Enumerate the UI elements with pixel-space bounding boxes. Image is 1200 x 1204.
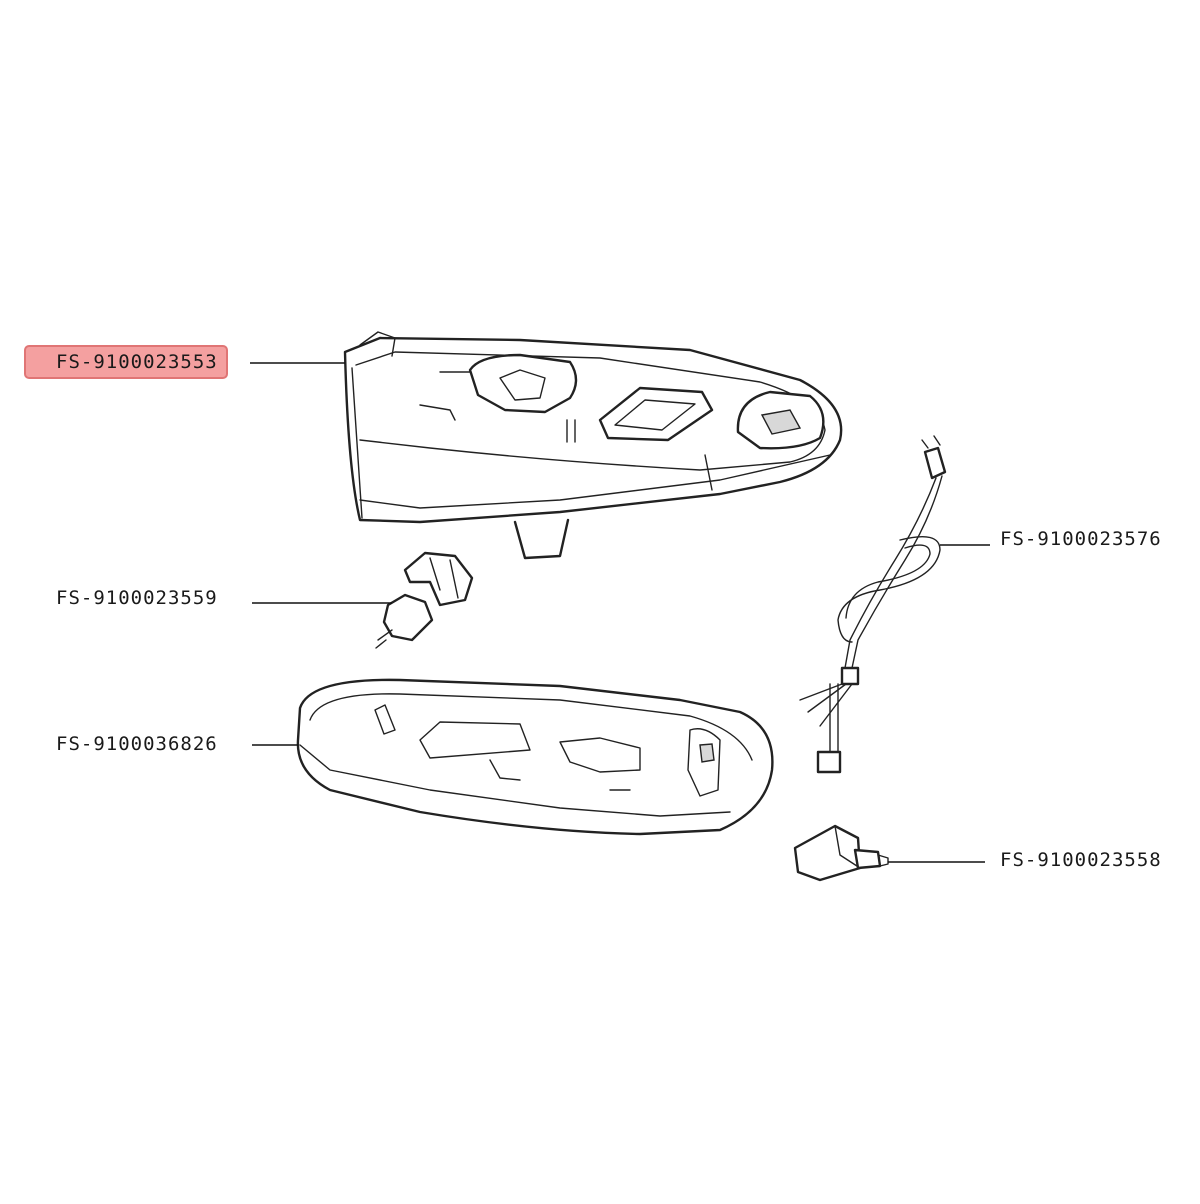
callout-fs-9100023558[interactable]: FS-9100023558 — [1000, 849, 1162, 871]
callout-fs-9100023576[interactable]: FS-9100023576 — [1000, 528, 1162, 550]
switch-button-part[interactable] — [375, 551, 474, 649]
callout-fs-9100023553[interactable]: FS-9100023553 — [24, 345, 228, 379]
base-bottom-shell-part[interactable] — [296, 678, 774, 836]
base-top-shell-part[interactable] — [343, 331, 843, 560]
steam-valve-part[interactable] — [793, 824, 889, 882]
power-cord-part[interactable] — [799, 435, 947, 774]
callout-fs-9100023559[interactable]: FS-9100023559 — [56, 587, 218, 609]
callout-fs-9100036826[interactable]: FS-9100036826 — [56, 733, 218, 755]
